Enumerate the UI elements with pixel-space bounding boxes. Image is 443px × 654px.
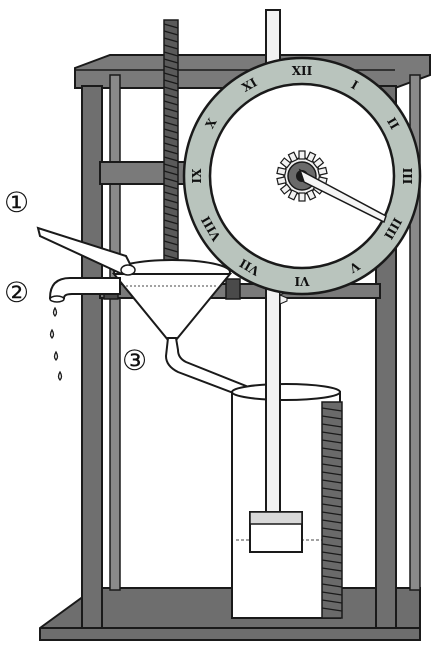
screw-thread xyxy=(163,184,179,190)
side-rack-tooth xyxy=(321,551,343,556)
funnel-body xyxy=(111,273,233,341)
screw-thread xyxy=(163,205,179,211)
dial-numeral: XII xyxy=(292,64,313,78)
side-rack-tooth xyxy=(321,495,343,500)
pinion-tooth xyxy=(298,150,306,160)
label-overflow-pipe: ② xyxy=(4,276,29,309)
pinion-tooth xyxy=(305,151,317,163)
side-rack-tooth xyxy=(321,535,343,540)
side-rack-tooth xyxy=(321,431,343,436)
side-rack-tooth xyxy=(321,567,343,572)
side-rack-tooth xyxy=(321,527,343,532)
dial-numeral: XI xyxy=(240,75,260,95)
side-rack-tooth xyxy=(321,519,343,524)
overflow-drops xyxy=(49,306,63,381)
side-rack-tooth xyxy=(321,439,343,444)
screw-thread xyxy=(163,114,179,120)
side-rack-tooth xyxy=(321,463,343,468)
vessel-rim xyxy=(231,383,341,401)
screw-thread xyxy=(163,156,179,162)
label-funnel-outlet: ③ xyxy=(122,344,147,377)
left-post xyxy=(81,85,103,629)
side-rack-tooth xyxy=(321,591,343,596)
screw-thread xyxy=(163,93,179,99)
screw-thread xyxy=(163,44,179,50)
pinion-tooth xyxy=(279,157,292,169)
pinion-tooth xyxy=(279,183,292,195)
side-rack-tooth xyxy=(321,543,343,548)
pinion-tooth xyxy=(276,166,287,176)
overflow-pipe-mouth xyxy=(49,295,65,303)
side-rack-tooth xyxy=(321,599,343,604)
screw-thread xyxy=(163,100,179,106)
side-rack xyxy=(321,401,343,619)
overflow-pipe xyxy=(48,277,121,299)
screw-thread xyxy=(163,177,179,183)
screw-thread xyxy=(163,65,179,71)
screw-thread xyxy=(163,170,179,176)
screw-thread xyxy=(163,128,179,134)
screw-thread xyxy=(163,23,179,29)
side-rack-tooth xyxy=(321,583,343,588)
pinion-tooth xyxy=(317,166,328,176)
side-rack-tooth xyxy=(321,471,343,476)
side-rack-tooth xyxy=(321,607,343,612)
screw-thread xyxy=(163,107,179,113)
funnel-bracket-right xyxy=(225,278,241,300)
screw-thread xyxy=(163,226,179,232)
side-rack-tooth xyxy=(321,559,343,564)
screw-thread xyxy=(163,135,179,141)
pinion-tooth xyxy=(312,157,325,169)
screw-thread xyxy=(163,121,179,127)
screw-thread xyxy=(163,51,179,57)
side-rack-tooth xyxy=(321,575,343,580)
rack-tooth xyxy=(279,294,288,305)
screw-thread xyxy=(163,58,179,64)
label-inlet-pipe: ① xyxy=(4,186,29,219)
pinion-tooth xyxy=(305,189,317,201)
pinion-tooth xyxy=(276,176,287,186)
screw-thread xyxy=(163,79,179,85)
pinion-tooth xyxy=(287,189,299,201)
side-rack-tooth xyxy=(321,487,343,492)
screw-thread xyxy=(163,212,179,218)
inlet-pipe-mouth xyxy=(120,264,136,276)
screw-thread xyxy=(163,30,179,36)
side-rack-tooth xyxy=(321,479,343,484)
side-rack-tooth xyxy=(321,447,343,452)
screw-thread xyxy=(163,219,179,225)
screw-thread xyxy=(163,254,179,260)
screw-thread xyxy=(163,72,179,78)
float-top xyxy=(249,511,303,525)
side-rack-tooth xyxy=(321,415,343,420)
side-rack-teeth xyxy=(321,407,343,612)
screw-thread xyxy=(163,149,179,155)
screw-thread xyxy=(163,86,179,92)
screw-thread xyxy=(163,142,179,148)
screw-thread xyxy=(163,247,179,253)
rear-post-left xyxy=(109,74,121,591)
clock-hand xyxy=(298,168,387,224)
dial-numeral: IX xyxy=(190,168,204,184)
pinion-tooth xyxy=(298,192,306,202)
side-rack-tooth xyxy=(321,455,343,460)
dial-numeral: III xyxy=(400,168,414,185)
screw-thread xyxy=(163,37,179,43)
screw-thread xyxy=(163,240,179,246)
screw-thread xyxy=(163,198,179,204)
side-rack-tooth xyxy=(321,423,343,428)
side-rack-tooth xyxy=(321,511,343,516)
screw-thread xyxy=(163,191,179,197)
rear-post-right xyxy=(409,74,421,591)
screw-thread xyxy=(163,163,179,169)
dial-numeral: VI xyxy=(294,274,310,288)
side-rack-tooth xyxy=(321,503,343,508)
screw-thread xyxy=(163,233,179,239)
side-rack-tooth xyxy=(321,407,343,412)
pinion-tooth xyxy=(287,151,299,163)
